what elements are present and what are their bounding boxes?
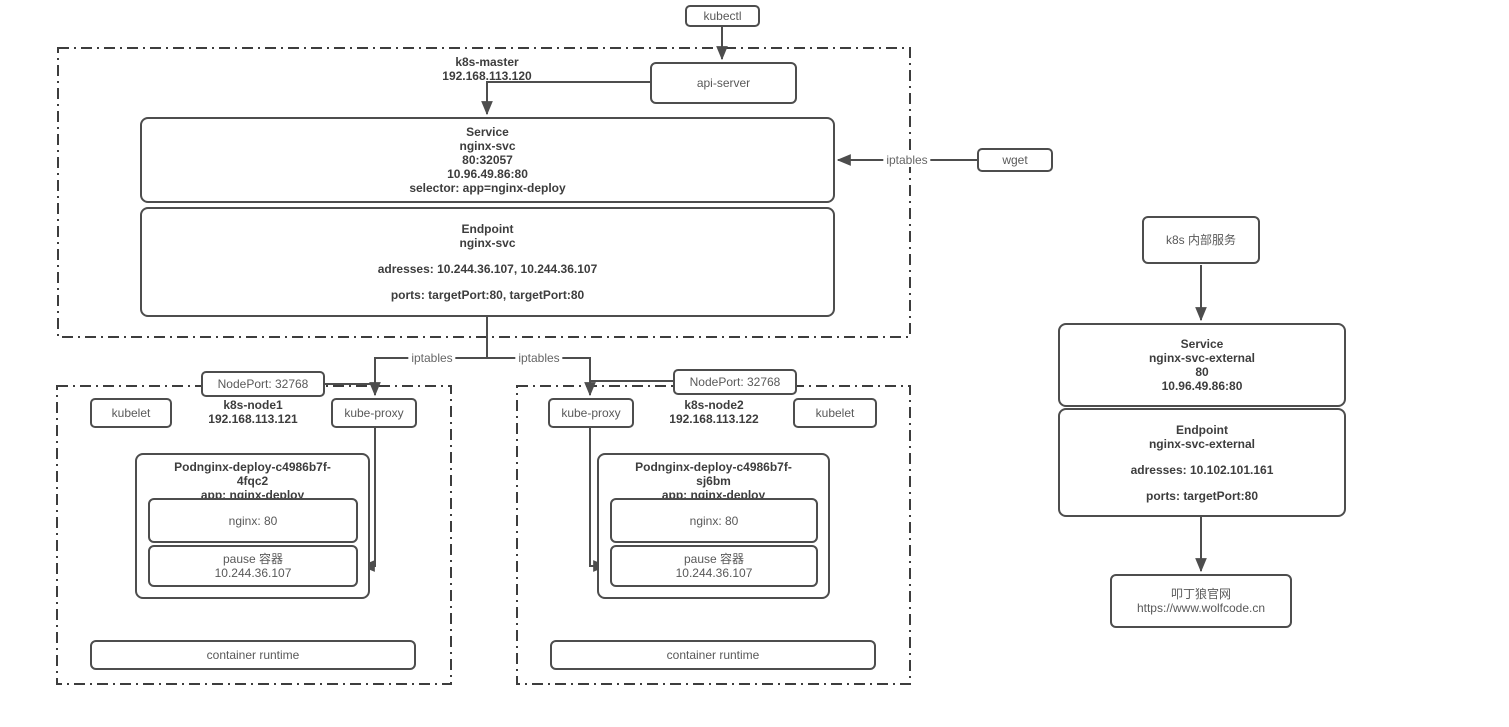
- node1-kube-proxy-label: kube-proxy: [344, 406, 404, 420]
- node1-name: k8s-node1: [223, 398, 283, 412]
- edge-apiserver-service: [481, 81, 650, 116]
- nodeport-node1-label: NodePort: 32768: [217, 377, 309, 391]
- node1-ip: 192.168.113.121: [208, 412, 298, 426]
- node2-pause-container-box: pause 容器 10.244.36.107: [610, 545, 818, 587]
- api-server-label: api-server: [696, 76, 751, 90]
- node2-container-runtime-label: container runtime: [666, 648, 760, 662]
- node1-container-runtime-label: container runtime: [206, 648, 300, 662]
- endpoint-ports: ports: targetPort:80, targetPort:80: [390, 288, 585, 302]
- endpoint-external-box: Endpoint nginx-svc-external adresses: 10…: [1058, 408, 1346, 517]
- node2-kube-proxy-box: kube-proxy: [548, 398, 634, 428]
- service-cluster-ip: 10.96.49.86:80: [447, 167, 528, 181]
- kubectl-box: kubectl: [685, 5, 760, 27]
- node1-boundary: [56, 385, 452, 685]
- node2-pause-ip: 10.244.36.107: [675, 566, 753, 580]
- wget-box: wget: [977, 148, 1053, 172]
- service-nodeport-mapping: 80:32057: [462, 153, 513, 167]
- node1-nginx-label: nginx: 80: [228, 513, 278, 528]
- wget-label: wget: [1002, 153, 1028, 167]
- nodeport-node2-label: NodePort: 32768: [689, 375, 781, 389]
- endpoint-title: Endpoint: [461, 222, 514, 236]
- service-selector: selector: app=nginx-deploy: [409, 181, 566, 195]
- node1-pod-title-line2: 4fqc2: [236, 474, 269, 488]
- node1-kube-proxy-box: kube-proxy: [331, 398, 417, 428]
- wolfcode-website-name: 叩丁狼官网: [1170, 587, 1231, 601]
- master-title: k8s-master 192.168.113.120: [442, 55, 531, 83]
- node2-pod-title-line1: Podnginx-deploy-c4986b7f-: [635, 460, 792, 474]
- service-title: Service: [466, 125, 509, 139]
- endpoint-external-name: nginx-svc-external: [1148, 436, 1256, 451]
- endpoint-external-title: Endpoint: [1176, 422, 1228, 437]
- node1-pause-container-box: pause 容器 10.244.36.107: [148, 545, 358, 587]
- node1-title: k8s-node1 192.168.113.121: [208, 398, 297, 426]
- iptables-label-node1: iptables: [408, 351, 456, 365]
- endpoint-external-ports: ports: targetPort:80: [1145, 488, 1258, 503]
- service-nginx-svc-box: Service nginx-svc 80:32057 10.96.49.86:8…: [140, 117, 835, 203]
- service-external-title: Service: [1180, 337, 1224, 351]
- node1-kubelet-label: kubelet: [111, 406, 151, 420]
- k8s-internal-service-label: k8s 内部服务: [1165, 233, 1236, 247]
- master-ip: 192.168.113.120: [442, 69, 532, 83]
- wolfcode-website-box: 叩丁狼官网 https://www.wolfcode.cn: [1110, 574, 1292, 628]
- master-name: k8s-master: [455, 55, 519, 69]
- node1-pause-label: pause 容器: [222, 552, 284, 566]
- node1-pause-ip: 10.244.36.107: [214, 566, 292, 580]
- k8s-internal-service-box: k8s 内部服务: [1142, 216, 1260, 264]
- service-external-cluster-ip: 10.96.49.86:80: [1161, 379, 1243, 393]
- node1-pod-title-line1: Podnginx-deploy-c4986b7f-: [174, 460, 331, 474]
- node2-name: k8s-node2: [684, 398, 744, 412]
- nodeport-node1-box: NodePort: 32768: [201, 371, 325, 397]
- node2-nginx-container-box: nginx: 80: [610, 498, 818, 543]
- endpoint-external-addresses: adresses: 10.102.101.161: [1130, 462, 1274, 477]
- node2-kubelet-label: kubelet: [815, 406, 855, 420]
- kubectl-label: kubectl: [703, 9, 742, 23]
- api-server-box: api-server: [650, 62, 797, 104]
- master-boundary: [57, 47, 911, 338]
- endpoint-addresses: adresses: 10.244.36.107, 10.244.36.107: [377, 262, 598, 276]
- iptables-label-wget: iptables: [883, 153, 931, 167]
- service-external-box: Service nginx-svc-external 80 10.96.49.8…: [1058, 323, 1346, 407]
- node1-kubelet-box: kubelet: [90, 398, 172, 428]
- node1-nginx-container-box: nginx: 80: [148, 498, 358, 543]
- endpoint-nginx-svc-box: Endpoint nginx-svc adresses: 10.244.36.1…: [140, 207, 835, 317]
- node2-title: k8s-node2 192.168.113.122: [669, 398, 758, 426]
- endpoint-name: nginx-svc: [459, 236, 516, 250]
- node2-pause-label: pause 容器: [683, 552, 745, 566]
- service-external-port: 80: [1195, 365, 1209, 379]
- node2-kube-proxy-label: kube-proxy: [561, 406, 621, 420]
- node2-nginx-label: nginx: 80: [689, 513, 739, 528]
- node2-container-runtime-box: container runtime: [550, 640, 876, 670]
- node2-pod-title-line2: sj6bm: [696, 474, 731, 488]
- service-external-name: nginx-svc-external: [1148, 351, 1256, 365]
- iptables-label-node2: iptables: [515, 351, 563, 365]
- node2-kubelet-box: kubelet: [793, 398, 877, 428]
- service-name: nginx-svc: [459, 139, 516, 153]
- node2-ip: 192.168.113.122: [669, 412, 759, 426]
- node1-container-runtime-box: container runtime: [90, 640, 416, 670]
- wolfcode-website-url: https://www.wolfcode.cn: [1136, 601, 1266, 615]
- nodeport-node2-box: NodePort: 32768: [673, 369, 797, 395]
